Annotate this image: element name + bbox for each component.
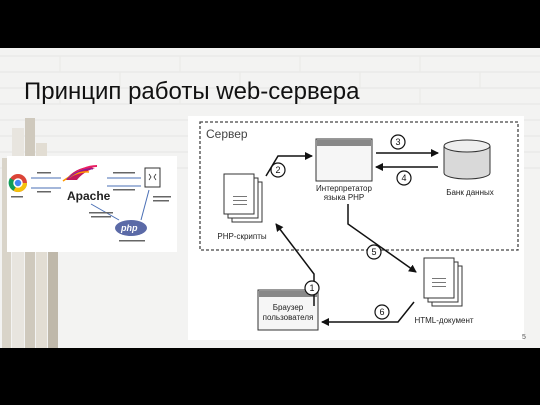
document-icon: [144, 167, 161, 188]
server-boundary: [199, 121, 519, 251]
svg-text:4: 4: [401, 173, 406, 183]
browser-icon: [8, 174, 28, 193]
interpreter-box: [315, 138, 373, 182]
step-badge-2: 2: [270, 162, 286, 178]
svg-text:5: 5: [371, 247, 376, 257]
step-badge-6: 6: [374, 304, 390, 320]
svg-text:2: 2: [275, 165, 280, 175]
browser-label-line1: Браузер: [273, 303, 304, 312]
svg-text:6: 6: [379, 307, 384, 317]
svg-text:1: 1: [309, 283, 314, 293]
interpreter-label-line2: языка PHP: [324, 193, 365, 202]
database-icon: [443, 139, 491, 180]
page-number: 5: [522, 334, 526, 341]
arrow-step-1: [275, 223, 315, 306]
arrow-step-5: [347, 204, 417, 273]
slide: Принцип работы web-сервера Apache php: [0, 48, 540, 348]
step-badge-3: 3: [390, 134, 406, 150]
arrow-step-2: [265, 152, 313, 177]
php-scripts-icon: [223, 173, 263, 223]
step-badge-4: 4: [396, 170, 412, 186]
database-label: Банк данных: [446, 188, 494, 197]
browser-label-line2: пользователя: [263, 313, 314, 322]
interpreter-label-line1: Интерпретатор: [316, 184, 372, 193]
html-document-label: HTML-документ: [414, 316, 473, 325]
web-server-diagram: Сервер Интерпретатор языка PHP Банк данн…: [188, 116, 524, 340]
step-badge-1: 1: [304, 280, 320, 296]
php-logo-icon: php: [115, 220, 147, 236]
apache-flow-diagram: Apache php: [7, 156, 177, 252]
step-badge-5: 5: [366, 244, 382, 260]
browser-window-box: [257, 289, 319, 331]
server-label: Сервер: [206, 127, 248, 141]
arrow-step-6: [321, 301, 415, 326]
svg-text:3: 3: [395, 137, 400, 147]
html-document-icon: [423, 257, 463, 307]
feather-icon: [62, 165, 98, 182]
php-label: php: [120, 223, 138, 233]
php-scripts-label: PHP-скрипты: [217, 232, 267, 241]
apache-label: Apache: [67, 189, 111, 203]
slide-title: Принцип работы web-сервера: [24, 78, 360, 105]
